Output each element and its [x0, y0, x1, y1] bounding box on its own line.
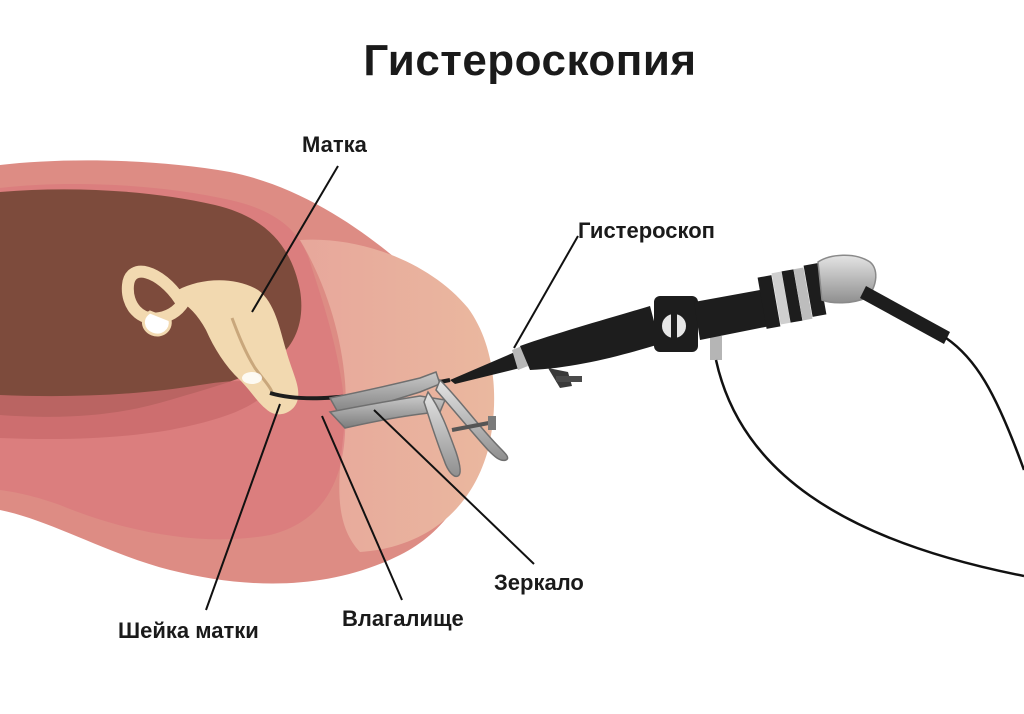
uterus-organ — [121, 265, 299, 415]
leader-vagina — [321, 415, 403, 601]
pelvic-floor-shadow — [0, 381, 270, 440]
label-speculum: Зеркало — [494, 570, 584, 595]
leader-cervix — [205, 403, 281, 611]
speculum — [328, 371, 509, 478]
leader-uterus — [251, 165, 339, 313]
label-vagina: Влагалище — [342, 606, 464, 631]
light-cable — [714, 359, 1024, 578]
label-hysteroscope: Гистероскоп — [578, 218, 715, 243]
leader-hysteroscope — [513, 235, 579, 349]
camera-cable — [945, 336, 1024, 471]
page-title: Гистероскопия — [363, 36, 697, 85]
label-cervix: Шейка матки — [118, 618, 259, 643]
hysteroscope-body — [450, 254, 950, 388]
label-uterus: Матка — [302, 132, 367, 157]
leader-speculum — [373, 409, 535, 565]
